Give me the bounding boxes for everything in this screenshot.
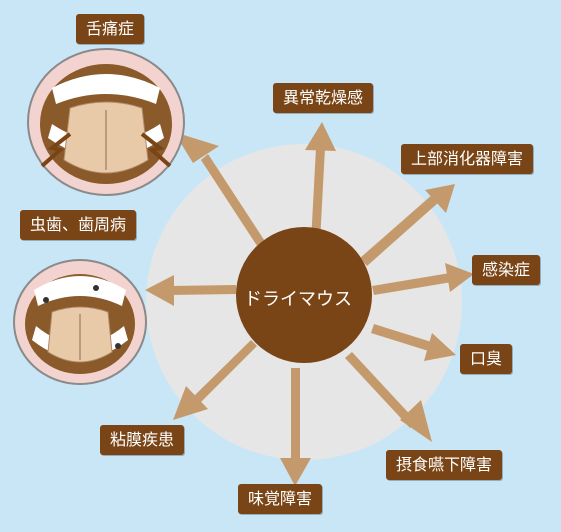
- arrow-mucosal: [173, 340, 257, 420]
- arrow-caries: [145, 275, 236, 306]
- taste-disorder-label: 味覚障害: [238, 484, 323, 514]
- arrow-upper-gi: [360, 184, 455, 266]
- arrow-taste: [280, 368, 311, 486]
- arrow-tongue-pain: [174, 132, 272, 258]
- mucosal-disease-label: 粘膜疾患: [100, 425, 185, 455]
- arrow-bad-breath: [371, 324, 456, 361]
- tongue-pain-label: 舌痛症: [76, 14, 145, 44]
- arrow-infection: [372, 263, 474, 295]
- bad-breath-label: 口臭: [460, 344, 513, 374]
- caries-mouth-illustration: [13, 259, 147, 385]
- dysphagia-label: 摂食嚥下障害: [386, 450, 503, 480]
- upper-gi-label: 上部消化器障害: [401, 144, 534, 174]
- center-label: ドライマウス: [244, 289, 352, 310]
- arrow-dysphagia: [345, 352, 432, 442]
- arrow-abnormal-dryness: [305, 122, 336, 242]
- center-circle: [236, 227, 372, 363]
- infection-label: 感染症: [472, 255, 541, 285]
- tongue-pain-mouth-illustration: [27, 48, 185, 196]
- caries-periodontal-label: 虫歯、歯周病: [20, 210, 137, 240]
- abnormal-dryness-label: 異常乾燥感: [273, 83, 374, 113]
